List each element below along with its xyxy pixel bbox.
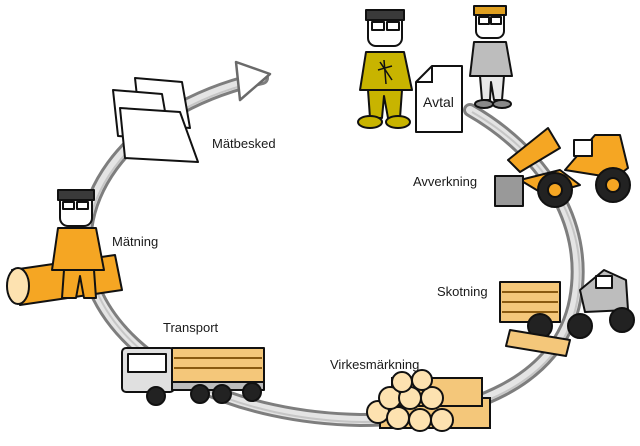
contract-document-icon — [415, 65, 463, 133]
forwarder-machine-icon — [499, 269, 635, 357]
timber-truck-icon — [121, 347, 265, 406]
measurement-documents-icon — [112, 77, 199, 163]
measurer-person-icon — [6, 189, 123, 306]
forest-owner-person-icon — [357, 9, 413, 129]
marked-timber-pile-icon — [366, 369, 491, 432]
label-skotning: Skotning — [437, 284, 488, 299]
label-virkesmarkning: Virkesmärkning — [330, 357, 420, 372]
label-transport: Transport — [163, 320, 219, 335]
label-avtal: Avtal — [423, 94, 454, 110]
label-matbesked: Mätbesked — [212, 136, 276, 151]
buyer-person-icon — [469, 5, 513, 109]
label-avverkning: Avverkning — [413, 174, 478, 189]
arrowhead-icon — [234, 60, 272, 102]
harvester-machine-icon — [494, 127, 631, 208]
label-matning: Mätning — [112, 234, 159, 249]
